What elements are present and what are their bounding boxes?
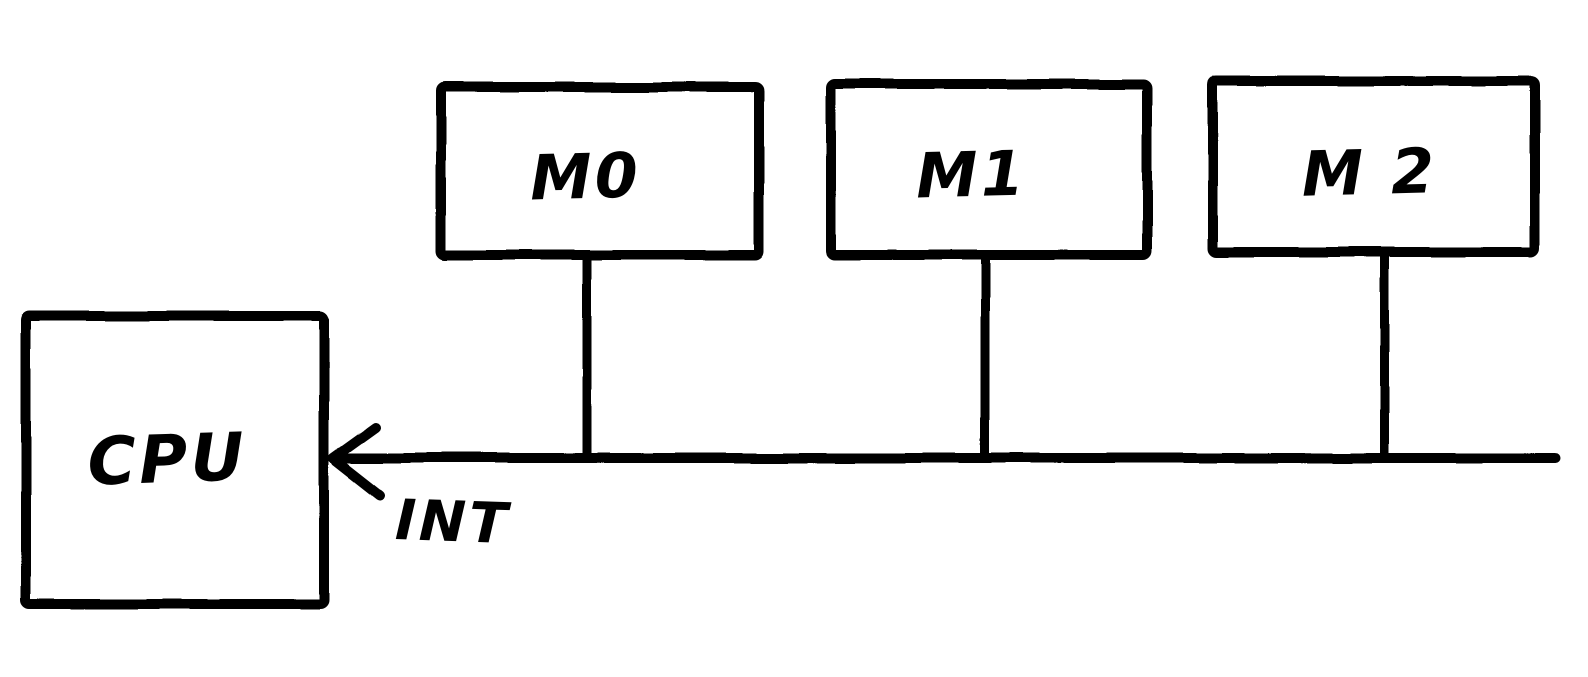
module-label-m0: M0 <box>529 139 642 215</box>
interrupt-line-label: INT <box>394 488 512 557</box>
module-label-m1: M1 <box>915 137 1028 213</box>
module-box-m0 <box>436 82 764 260</box>
module-box-m2 <box>1208 76 1540 257</box>
arrowhead-into-cpu <box>328 422 385 500</box>
module-label-m2: M 2 <box>1301 134 1438 211</box>
cpu-label: CPU <box>86 418 248 501</box>
cpu-box <box>21 311 329 609</box>
